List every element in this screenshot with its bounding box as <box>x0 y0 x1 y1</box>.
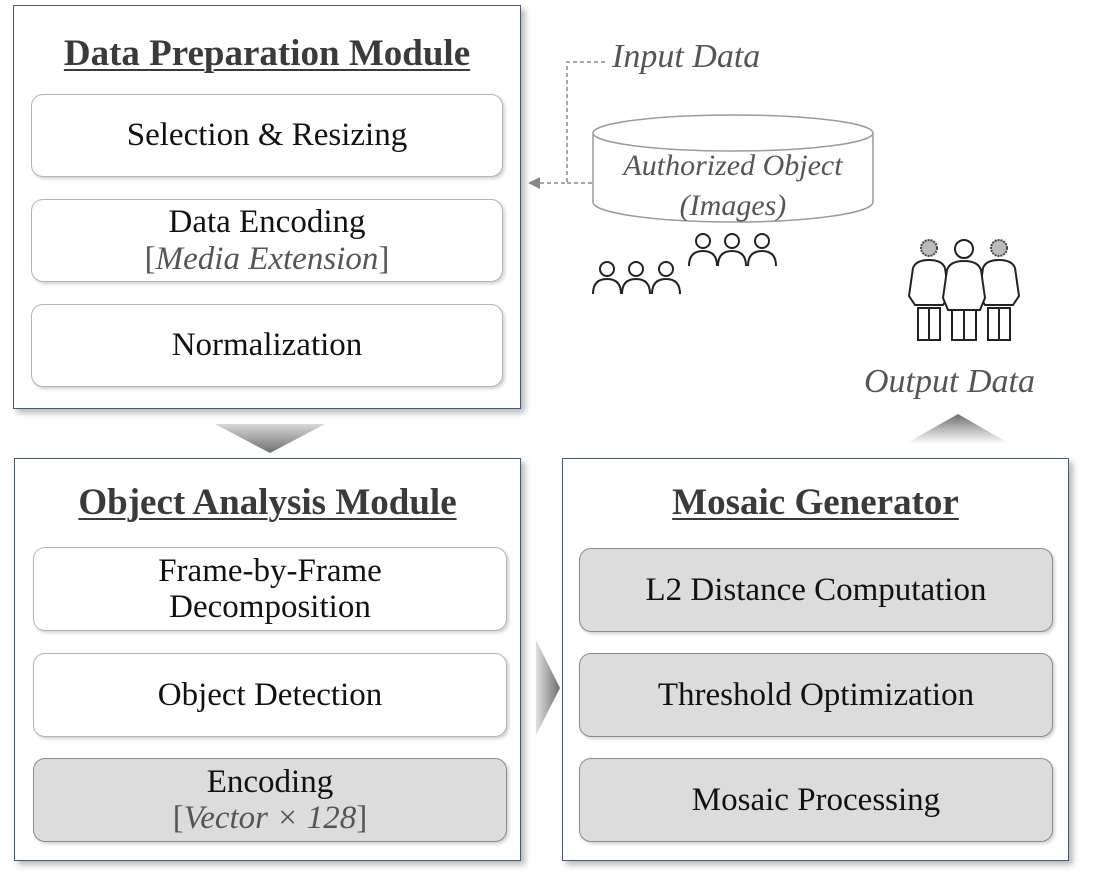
people-group-icon <box>688 233 777 267</box>
step-label: Mosaic Processing <box>691 781 941 818</box>
database-icon <box>592 114 874 223</box>
step-label: Data Encoding <box>168 204 366 241</box>
step-sublabel: [Media Extension] <box>144 240 390 277</box>
step-threshold-optimization: Threshold Optimization <box>579 653 1053 737</box>
step-label: Threshold Optimization <box>657 676 975 713</box>
data-preparation-module: Data Preparation Module Selection & Resi… <box>13 5 521 409</box>
input-data-label: Input Data <box>612 38 761 75</box>
output-data-label: Output Data <box>864 363 1035 400</box>
database-label-line2: (Images) <box>679 189 787 222</box>
database-label-line1: Authorized Object <box>623 149 843 182</box>
step-encoding: Encoding [Vector × 128] <box>33 758 507 842</box>
step-normalization: Normalization <box>31 304 503 387</box>
mosaic-generator-module: Mosaic Generator L2 Distance Computation… <box>562 458 1069 861</box>
people-group-icon <box>592 261 681 295</box>
module-title: Object Analysis Module <box>78 482 457 523</box>
module-title: Data Preparation Module <box>63 33 471 74</box>
right-arrow-icon <box>536 640 560 735</box>
object-analysis-module: Object Analysis Module Frame-by-Frame De… <box>14 458 521 861</box>
step-label: Frame-by-Frame <box>158 552 382 589</box>
step-l2-distance: L2 Distance Computation <box>579 548 1053 632</box>
down-arrow-icon <box>215 424 325 453</box>
step-label-line2: Decomposition <box>169 589 371 625</box>
step-frame-decomposition: Frame-by-Frame Decomposition <box>33 547 507 631</box>
left-arrowhead-icon <box>528 177 540 189</box>
blurred-faces-people-icon <box>907 239 1021 341</box>
step-label: Object Detection <box>157 676 383 713</box>
step-data-encoding: Data Encoding [Media Extension] <box>31 199 503 282</box>
step-sublabel-text: Media Extension <box>155 240 379 277</box>
database-label: Authorized Object (Images) <box>593 146 873 226</box>
up-arrow-icon <box>905 414 1010 444</box>
step-sublabel: [Vector × 128] <box>172 800 368 836</box>
step-selection-resizing: Selection & Resizing <box>31 94 503 177</box>
step-mosaic-processing: Mosaic Processing <box>579 758 1053 842</box>
step-label: L2 Distance Computation <box>645 571 987 608</box>
module-title: Mosaic Generator <box>672 482 959 523</box>
step-label: Selection & Resizing <box>126 117 408 154</box>
step-sublabel-text: Vector × 128 <box>183 800 357 836</box>
step-label: Normalization <box>171 327 363 364</box>
input-connector <box>540 61 605 184</box>
step-object-detection: Object Detection <box>33 653 507 737</box>
step-label: Encoding <box>206 763 334 800</box>
